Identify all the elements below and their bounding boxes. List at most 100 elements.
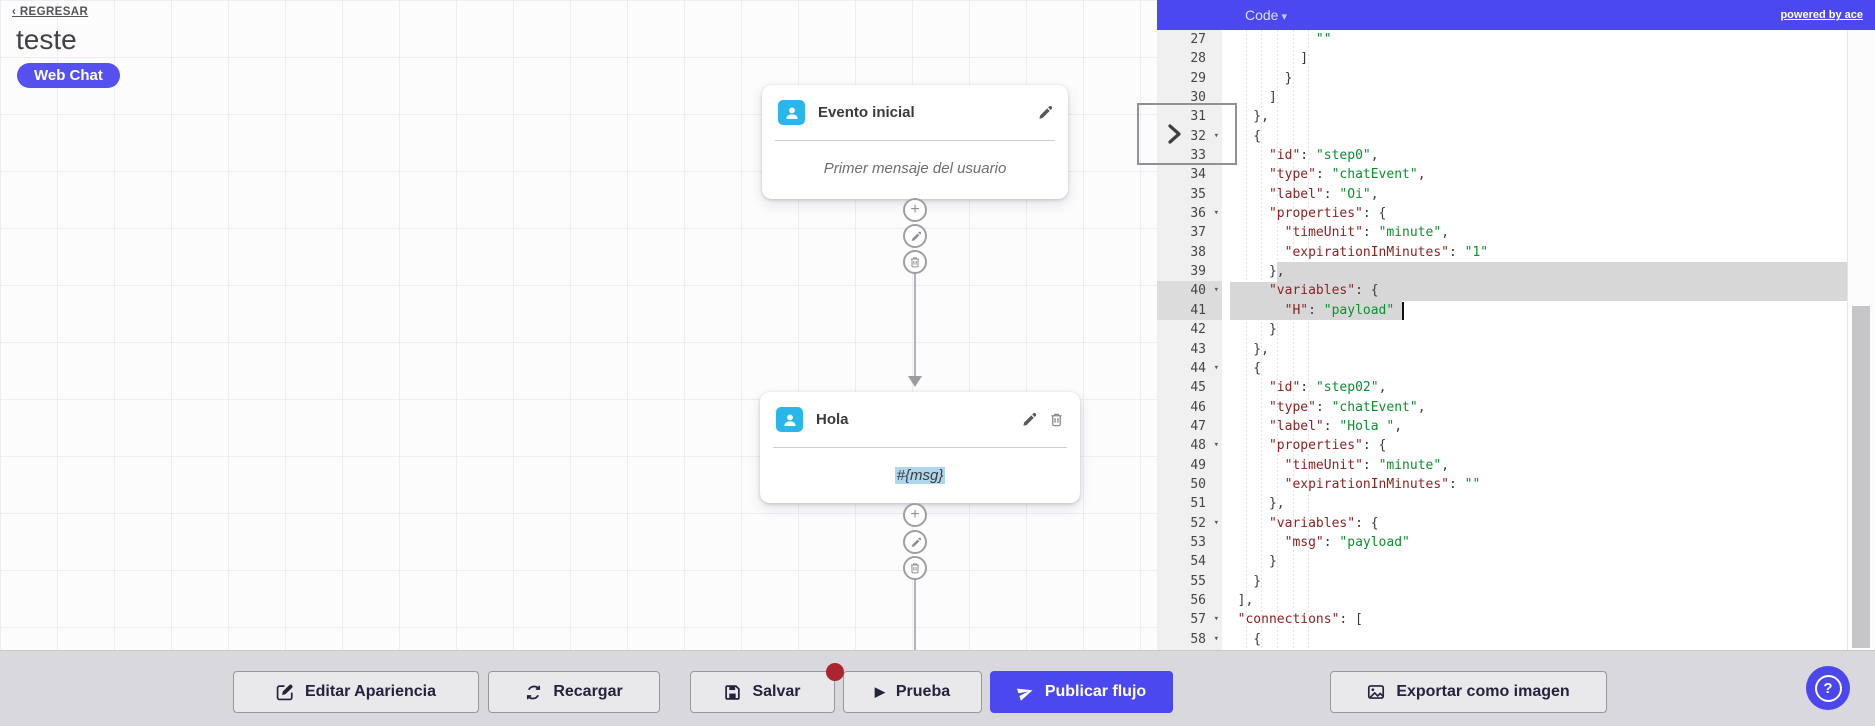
connector-edit-button[interactable] <box>903 224 927 248</box>
code-line[interactable]: "msg": "payload" <box>1284 534 1410 550</box>
gutter-line-number[interactable]: 49 <box>1190 457 1206 473</box>
gutter-line-number[interactable]: 43 <box>1190 341 1206 357</box>
connector-edit-button[interactable] <box>903 530 927 554</box>
back-link[interactable]: ‹ REGRESAR <box>12 6 89 18</box>
connector-delete-button[interactable] <box>903 556 927 580</box>
code-line[interactable]: } <box>1222 573 1262 589</box>
panel-collapse-handle[interactable] <box>1137 103 1237 165</box>
gutter-line-number[interactable]: 58▾ <box>1157 630 1222 649</box>
gutter-line-number[interactable]: 56 <box>1190 592 1206 608</box>
code-line[interactable]: } <box>1222 70 1293 86</box>
code-line[interactable]: "timeUnit": "minute", <box>1284 457 1450 473</box>
gutter-line-number[interactable]: 37 <box>1190 225 1206 241</box>
fold-caret-icon[interactable]: ▾ <box>1213 440 1219 451</box>
code-line[interactable]: } <box>1222 322 1277 338</box>
code-line[interactable]: "type": "chatEvent", <box>1268 399 1426 415</box>
gutter-line-number[interactable]: 47 <box>1190 418 1206 434</box>
code-line[interactable]: "id": "step02", <box>1268 380 1387 396</box>
fold-caret-icon[interactable]: ▾ <box>1213 614 1219 625</box>
node-hola[interactable]: Hola #{msg} <box>760 392 1080 503</box>
code-line[interactable]: { <box>1222 128 1262 144</box>
fold-caret-icon[interactable]: ▾ <box>1213 285 1219 296</box>
code-line[interactable]: ], <box>1222 592 1254 608</box>
help-button[interactable]: ? <box>1806 666 1850 710</box>
code-line[interactable]: }, <box>1222 341 1269 357</box>
indent-guide <box>1261 30 1263 650</box>
gutter-line-number[interactable]: 51 <box>1190 496 1206 512</box>
gutter-line-number[interactable]: 54 <box>1190 554 1206 570</box>
question-icon: ? <box>1814 674 1842 702</box>
gutter-line-number[interactable]: 35 <box>1190 186 1206 202</box>
gutter-line-number[interactable]: 36▾ <box>1157 204 1222 223</box>
code-line[interactable]: "type": "chatEvent", <box>1268 167 1426 183</box>
fold-caret-icon[interactable]: ▾ <box>1213 130 1219 141</box>
gutter-line-number[interactable]: 50 <box>1190 476 1206 492</box>
gutter-line-number[interactable]: 52▾ <box>1157 514 1222 533</box>
fold-caret-icon[interactable]: ▾ <box>1213 362 1219 373</box>
gutter-line-number[interactable]: 44▾ <box>1157 359 1222 378</box>
code-line[interactable]: ] <box>1222 51 1309 67</box>
code-line[interactable]: "H": "payload" <box>1284 302 1395 318</box>
code-line[interactable]: "timeUnit": "minute", <box>1284 225 1450 241</box>
code-line[interactable]: "expirationInMinutes": "" <box>1284 476 1481 492</box>
code-line[interactable]: { <box>1222 631 1262 647</box>
gutter-line-number[interactable]: 32▾ <box>1157 127 1222 146</box>
code-line[interactable]: "variables": { <box>1268 283 1379 299</box>
gutter-line-number[interactable]: 53 <box>1190 534 1206 550</box>
code-line[interactable]: "label": "Hola ", <box>1268 418 1403 434</box>
gutter-line-number[interactable]: 28 <box>1190 51 1206 67</box>
code-line[interactable]: "connections": [ <box>1237 612 1363 628</box>
gutter-line-number[interactable]: 55 <box>1190 573 1206 589</box>
reload-button[interactable]: Recargar <box>488 671 660 713</box>
gutter-line-number[interactable]: 57▾ <box>1157 610 1222 629</box>
code-line[interactable]: }, <box>1222 109 1269 125</box>
gutter-line-number[interactable]: 29 <box>1190 70 1206 86</box>
scrollbar-thumb[interactable] <box>1852 306 1870 648</box>
gutter-line-number[interactable]: 46 <box>1190 399 1206 415</box>
code-line[interactable]: }, <box>1222 496 1285 512</box>
connector-add-button[interactable]: + <box>903 503 927 527</box>
vertical-scrollbar[interactable] <box>1847 30 1875 650</box>
gutter-line-number[interactable]: 42 <box>1190 322 1206 338</box>
gutter-line-number[interactable]: 40▾ <box>1157 281 1222 301</box>
code-line[interactable]: "id": "step0", <box>1268 148 1379 164</box>
code-area[interactable]: "" ] } ] }, { "id": "step0", "type": "ch… <box>1222 30 1847 650</box>
code-mode-dropdown[interactable]: Code▾ <box>1245 7 1287 23</box>
publish-flow-button[interactable]: Publicar flujo <box>990 671 1173 713</box>
gutter-line-number[interactable]: 30 <box>1190 90 1206 106</box>
code-line[interactable]: }, <box>1222 264 1285 280</box>
gutter-line-number[interactable]: 31 <box>1190 109 1206 125</box>
powered-by-ace-link[interactable]: powered by ace <box>1780 9 1863 21</box>
gutter-line-number[interactable]: 48▾ <box>1157 436 1222 455</box>
gutter-line-number[interactable]: 27 <box>1190 32 1206 47</box>
code-line[interactable]: } <box>1222 554 1277 570</box>
gutter-line-number[interactable]: 34 <box>1190 167 1206 183</box>
code-line[interactable]: "properties": { <box>1268 206 1387 222</box>
save-button[interactable]: Salvar <box>690 671 835 713</box>
code-line[interactable]: { <box>1222 360 1262 376</box>
node-evento-inicial[interactable]: Evento inicial Primer mensaje del usuari… <box>762 85 1068 199</box>
fold-caret-icon[interactable]: ▾ <box>1213 633 1219 644</box>
code-line[interactable]: "expirationInMinutes": "1" <box>1284 244 1489 260</box>
code-line[interactable]: "variables": { <box>1268 515 1379 531</box>
edit-appearance-button[interactable]: Editar Apariencia <box>233 671 479 713</box>
trash-icon[interactable] <box>1049 412 1064 427</box>
connector-delete-button[interactable] <box>903 250 927 274</box>
code-line[interactable]: "label": "Oi", <box>1268 186 1379 202</box>
export-image-button[interactable]: Exportar como imagen <box>1330 671 1607 713</box>
gutter-line-number[interactable]: 41 <box>1157 300 1222 321</box>
pencil-icon[interactable] <box>1037 105 1052 120</box>
connector-add-button[interactable]: + <box>903 198 927 222</box>
code-line[interactable]: "properties": { <box>1268 438 1387 454</box>
test-button[interactable]: ▶ Prueba <box>843 671 982 713</box>
gutter-line-number[interactable]: 39 <box>1190 264 1206 280</box>
code-line[interactable]: "" <box>1315 32 1332 47</box>
pencil-icon[interactable] <box>1021 412 1036 427</box>
code-line[interactable]: ] <box>1222 90 1277 106</box>
fold-caret-icon[interactable]: ▾ <box>1213 517 1219 528</box>
fold-caret-icon[interactable]: ▾ <box>1213 208 1219 219</box>
gutter-line-number[interactable]: 33 <box>1190 148 1206 164</box>
gutter-line-number[interactable]: 38 <box>1190 244 1206 260</box>
gutter-line-number[interactable]: 45 <box>1190 380 1206 396</box>
